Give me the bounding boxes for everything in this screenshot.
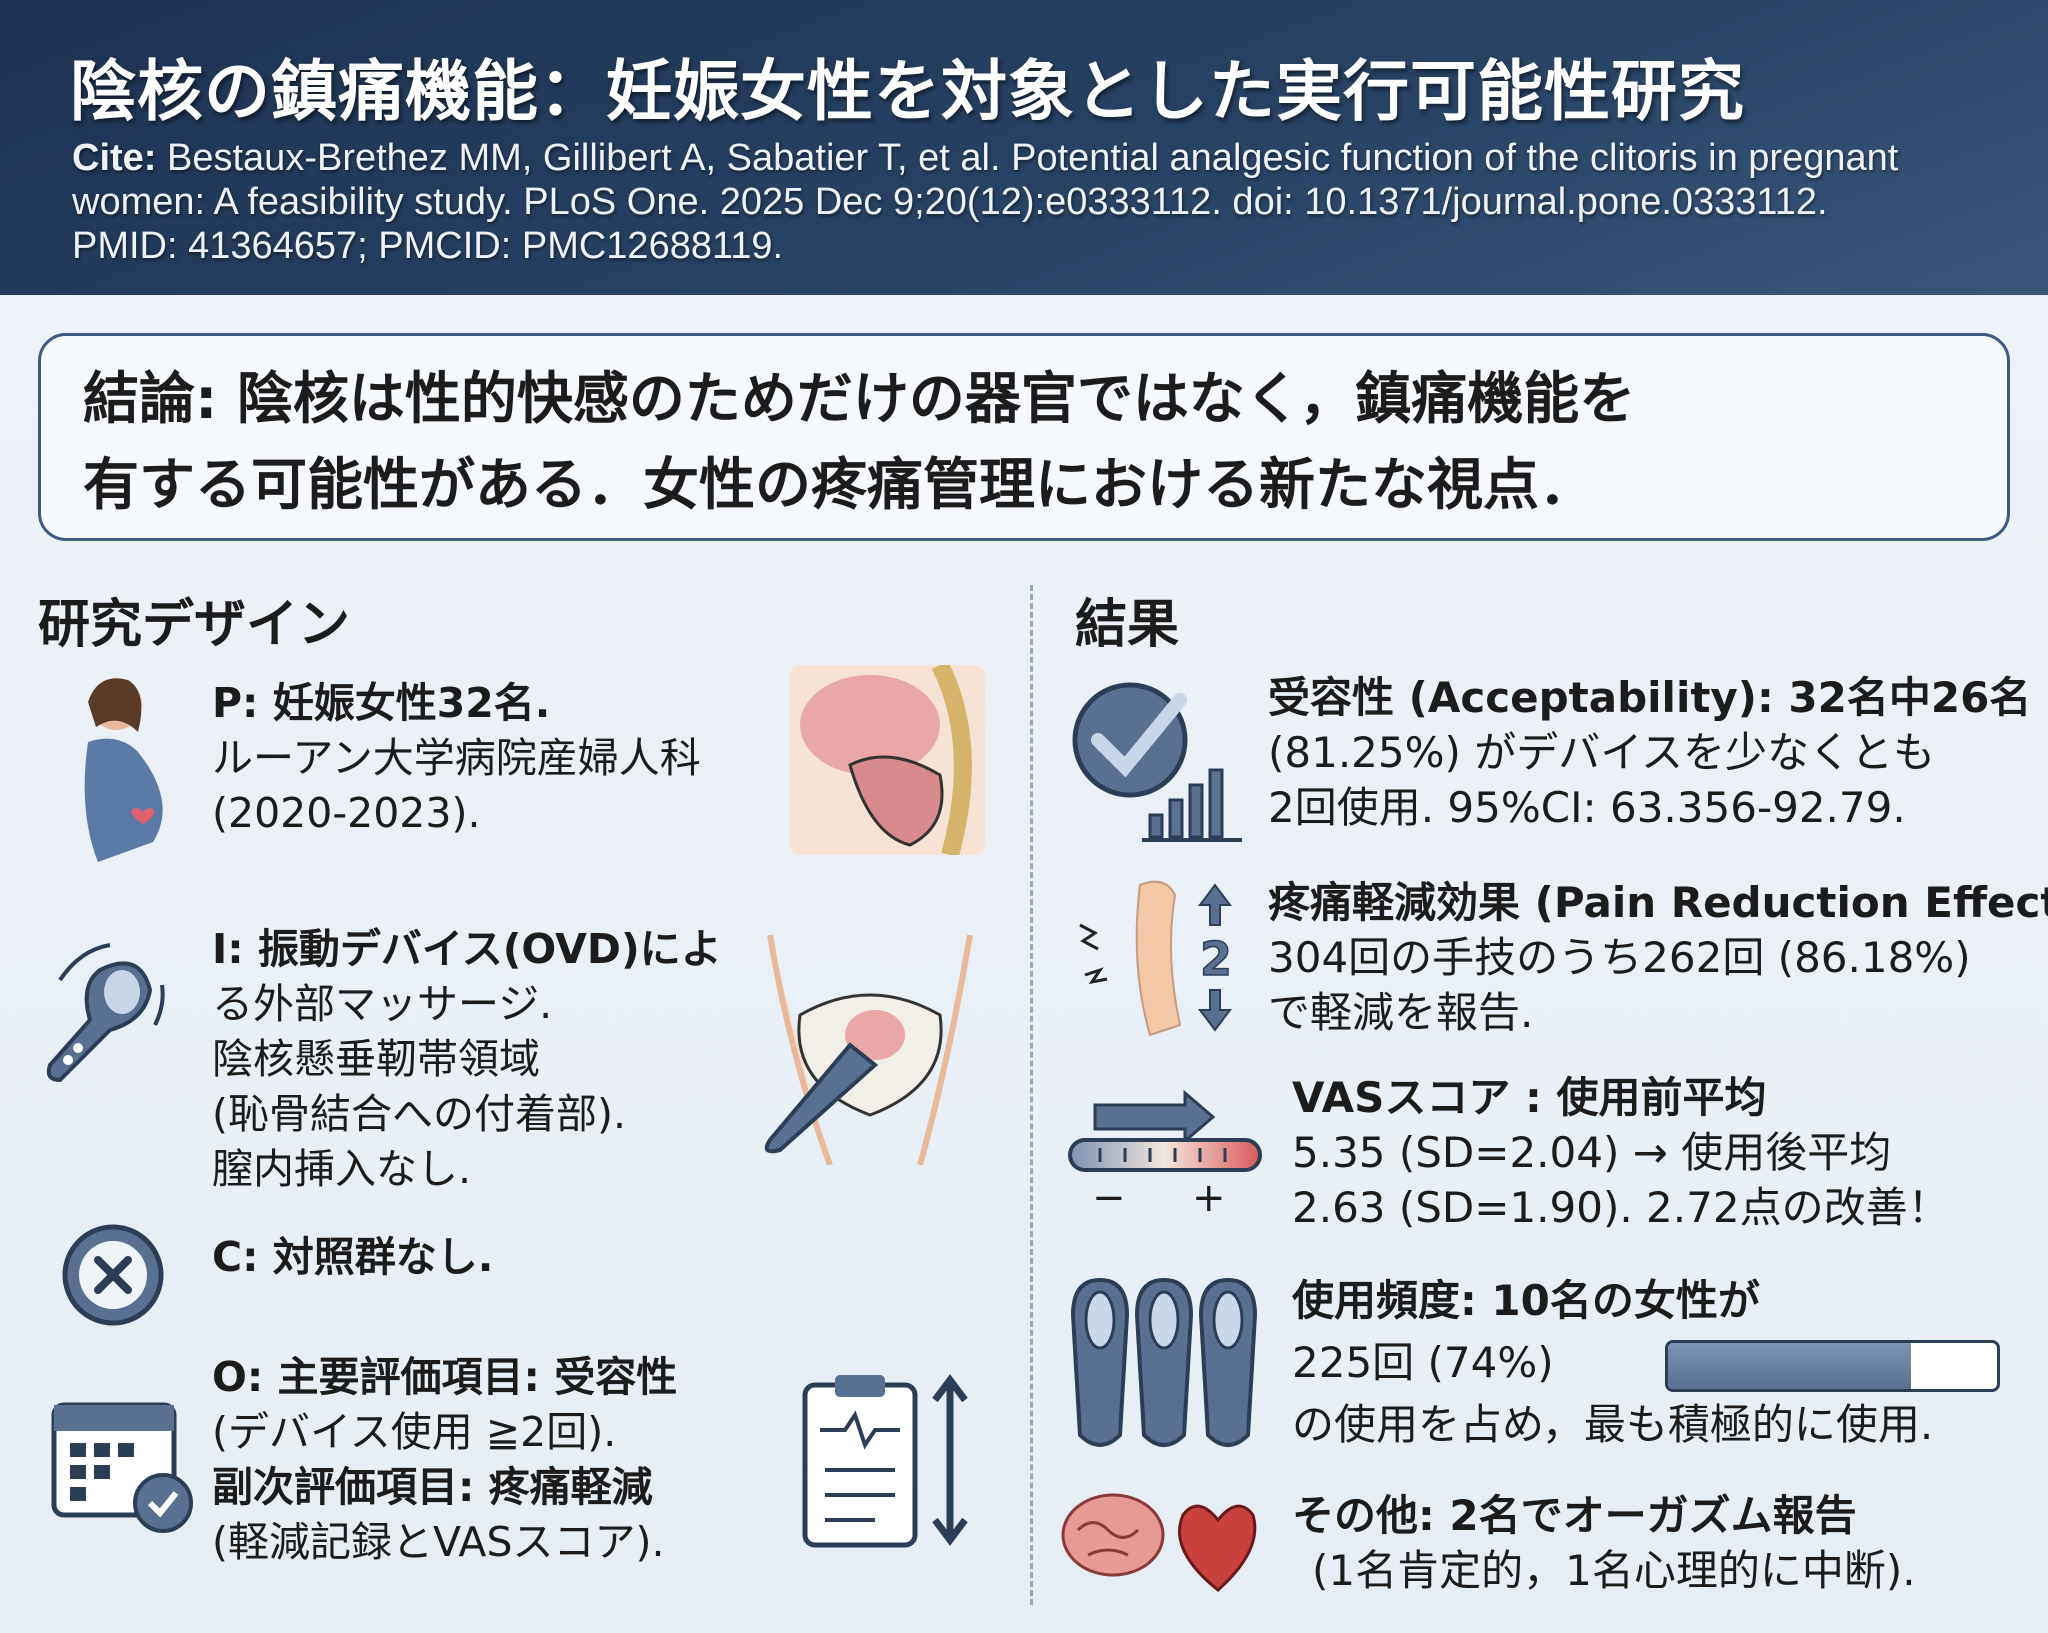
p-text: P: 妊娠女性32名.	[212, 679, 551, 727]
cite-line: PMID: 41364657; PMCID: PMC12688119.	[72, 225, 784, 267]
acceptability-text: 2回使用. 95%CI: 63.356-92.79.	[1268, 783, 1906, 832]
acceptability-text: (81.25%) がデバイスを少なくとも	[1268, 728, 1936, 777]
design-c: C: 対照群なし.	[212, 1230, 493, 1285]
result-usage: 使用頻度: 10名の女性が 225回 (74%) の使用を占め，最も積極的に使用…	[1292, 1270, 1933, 1456]
vas-minus-label: −	[1092, 1175, 1126, 1221]
cite-line: women: A feasibility study. PLoS One. 20…	[72, 181, 1828, 223]
result-acceptability: 受容性 (Acceptability): 32名中26名 (81.25%) がデ…	[1268, 670, 2031, 835]
design-p: P: 妊娠女性32名. ルーアン大学病院産婦人科 (2020-2023).	[212, 676, 701, 841]
vas-text: 2.63 (SD=1.90). 2.72点の改善！	[1292, 1183, 1950, 1232]
page-title: 陰核の鎮痛機能：妊娠女性を対象とした実行可能性研究	[70, 53, 1745, 130]
pain-icon-number: 2	[1200, 932, 1232, 986]
result-other: その他: 2名でオーガズム報告 (1名肯定的，1名心理的に中断).	[1292, 1488, 1916, 1598]
devices-usage-icon	[1070, 1277, 1258, 1447]
calendar-check-icon	[51, 1402, 193, 1533]
conclusion-line: 結論: 陰核は性的快感のためだけの器官ではなく，鎮痛機能を	[83, 367, 1636, 432]
pain-relief-icon: 2	[1079, 880, 1233, 1037]
vas-plus-label: +	[1192, 1175, 1226, 1221]
pelvis-anatomy-illustration	[790, 665, 985, 855]
checkmark-chart-icon	[1072, 682, 1242, 842]
design-heading: 研究デザイン	[38, 595, 351, 655]
conclusion-line: 有する可能性がある．女性の疼痛管理における新たな視点．	[83, 453, 1595, 518]
o-text: (デバイス使用 ≧2回).	[212, 1408, 617, 1456]
cite-label: Cite:	[72, 137, 157, 179]
usage-text: の使用を占め，最も積極的に使用.	[1292, 1400, 1934, 1449]
c-text: C: 対照群なし.	[212, 1233, 494, 1281]
column-divider	[1030, 585, 1033, 1605]
results-heading: 結果	[1075, 595, 1180, 655]
brain-heart-icon	[1061, 1493, 1257, 1592]
vas-scale-icon	[1068, 1089, 1262, 1172]
vibrating-device-icon	[46, 943, 165, 1083]
usage-progress-fill	[1668, 1343, 1912, 1389]
p-text: ルーアン大学病院産婦人科	[212, 734, 701, 782]
i-text: 陰核懸垂靭帯領域	[212, 1035, 540, 1083]
design-i: I: 振動デバイス(OVD)によ る外部マッサージ. 陰核懸垂靭帯領域 (恥骨結…	[212, 922, 722, 1197]
vas-text: VASスコア : 使用前平均	[1292, 1073, 1767, 1122]
pregnant-woman-icon	[84, 678, 163, 862]
p-text: (2020-2023).	[212, 789, 481, 837]
design-o: O: 主要評価項目: 受容性 (デバイス使用 ≧2回). 副次評価項目: 疼痛軽…	[212, 1350, 677, 1570]
vas-text: 5.35 (SD=2.04) → 使用後平均	[1292, 1128, 1892, 1177]
conclusion-box: 結論: 陰核は性的快感のためだけの器官ではなく，鎮痛機能を 有する可能性がある．…	[38, 333, 2010, 541]
clipboard-chart-icon	[802, 1374, 968, 1548]
i-text: 膣内挿入なし.	[212, 1145, 472, 1193]
no-control-x-icon	[62, 1224, 164, 1326]
cite-line: Bestaux-Brethez MM, Gillibert A, Sabatie…	[167, 137, 1899, 179]
acceptability-text: 受容性 (Acceptability): 32名中26名	[1268, 673, 2032, 722]
pelvis-device-illustration	[764, 935, 973, 1165]
usage-text: 225回 (74%)	[1292, 1338, 1554, 1387]
pain-text: 304回の手技のうち262回 (86.18%)	[1268, 933, 1971, 982]
header-banner: 陰核の鎮痛機能：妊娠女性を対象とした実行可能性研究 Cite: Bestaux-…	[0, 0, 2048, 295]
usage-text: 使用頻度: 10名の女性が	[1292, 1276, 1760, 1325]
i-text: る外部マッサージ.	[212, 980, 553, 1028]
result-pain: 疼痛軽減効果 (Pain Reduction Effect): 304回の手技の…	[1268, 875, 2048, 1040]
result-vas: VASスコア : 使用前平均 5.35 (SD=2.04) → 使用後平均 2.…	[1292, 1070, 1950, 1235]
i-text: I: 振動デバイス(OVD)によ	[212, 925, 722, 973]
i-text: (恥骨結合への付着部).	[212, 1090, 627, 1138]
pain-text: 疼痛軽減効果 (Pain Reduction Effect):	[1268, 878, 2048, 927]
o-text: (軽減記録とVASスコア).	[212, 1518, 665, 1566]
o-text: 副次評価項目: 疼痛軽減	[212, 1463, 653, 1511]
usage-progress-bar	[1665, 1340, 2000, 1392]
pain-text: で軽減を報告.	[1268, 988, 1534, 1037]
o-text: O: 主要評価項目: 受容性	[212, 1353, 678, 1401]
other-text: (1名肯定的，1名心理的に中断).	[1312, 1546, 1916, 1595]
other-text: その他: 2名でオーガズム報告	[1292, 1491, 1857, 1540]
citation: Cite: Bestaux-Brethez MM, Gillibert A, S…	[72, 136, 2012, 268]
